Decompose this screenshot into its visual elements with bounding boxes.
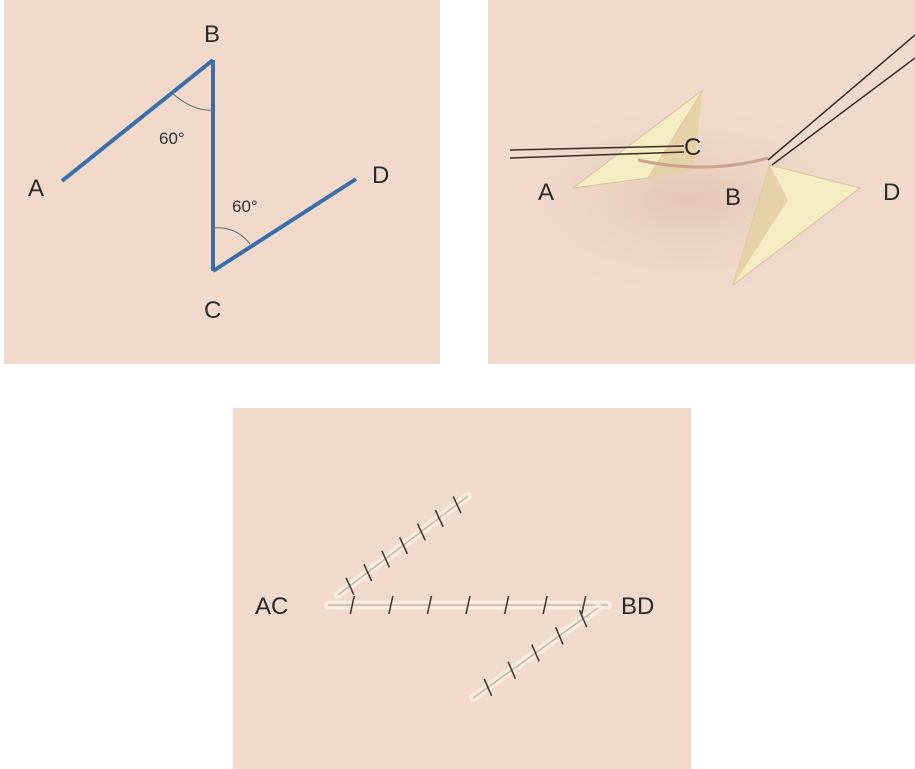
angle-label-top: 60° xyxy=(159,129,185,148)
suture-stitch xyxy=(507,661,517,679)
suture-stitch xyxy=(426,595,433,615)
hook-right-2 xyxy=(771,57,915,166)
point-label-a: A xyxy=(538,179,554,206)
hook-left-2 xyxy=(509,151,685,159)
suture-stitch xyxy=(483,678,493,697)
point-label-c: C xyxy=(684,134,701,161)
suture-stitch xyxy=(381,550,391,568)
suture-stitch xyxy=(580,595,587,615)
z-plasty-design-diagram: 60° 60° A B C D xyxy=(28,21,389,324)
angle-arc-top xyxy=(171,92,214,111)
point-label-d: D xyxy=(883,179,900,206)
hook-right-1 xyxy=(767,34,915,161)
suture-stitch xyxy=(554,627,564,645)
suture-stitch xyxy=(388,595,394,615)
suture-stitch xyxy=(434,509,444,528)
suture-stitch xyxy=(349,595,356,615)
limb-ab xyxy=(60,58,215,183)
label-bd: BD xyxy=(621,593,654,620)
suture-stitch xyxy=(452,496,462,514)
flap-a-shadow xyxy=(648,90,703,178)
suture-stitch xyxy=(363,563,373,582)
point-label-a: A xyxy=(28,175,44,202)
z-plasty-design-panel: 60° 60° A B C D xyxy=(4,0,440,364)
label-ac: AC xyxy=(255,593,288,620)
sutures-group xyxy=(345,496,588,697)
point-label-b: B xyxy=(204,21,220,48)
angle-arc-bottom xyxy=(212,227,251,245)
suture-stitch xyxy=(416,523,426,541)
point-label-d: D xyxy=(372,162,389,189)
suture-stitch xyxy=(398,536,409,555)
point-label-b: B xyxy=(725,184,741,211)
limb-cd xyxy=(211,177,358,273)
suture-stitch xyxy=(531,644,540,662)
transposed-flap-edge xyxy=(637,156,769,169)
suture-stitch xyxy=(345,577,355,595)
hook-left-1 xyxy=(509,145,685,151)
suture-stitch xyxy=(578,609,588,628)
angle-label-bottom: 60° xyxy=(232,197,258,216)
suture-stitch xyxy=(503,595,510,615)
flap-transposition-illustration: A B C D xyxy=(508,34,915,290)
closure-illustration: AC BD xyxy=(255,492,654,702)
suture-stitch xyxy=(542,595,548,615)
flap-d-shadow xyxy=(733,165,788,285)
point-label-c: C xyxy=(204,297,221,324)
z-plasty-flaps-panel: A B C D xyxy=(488,0,915,364)
suture-stitch xyxy=(465,595,471,615)
z-plasty-closure-panel: AC BD xyxy=(233,408,691,769)
